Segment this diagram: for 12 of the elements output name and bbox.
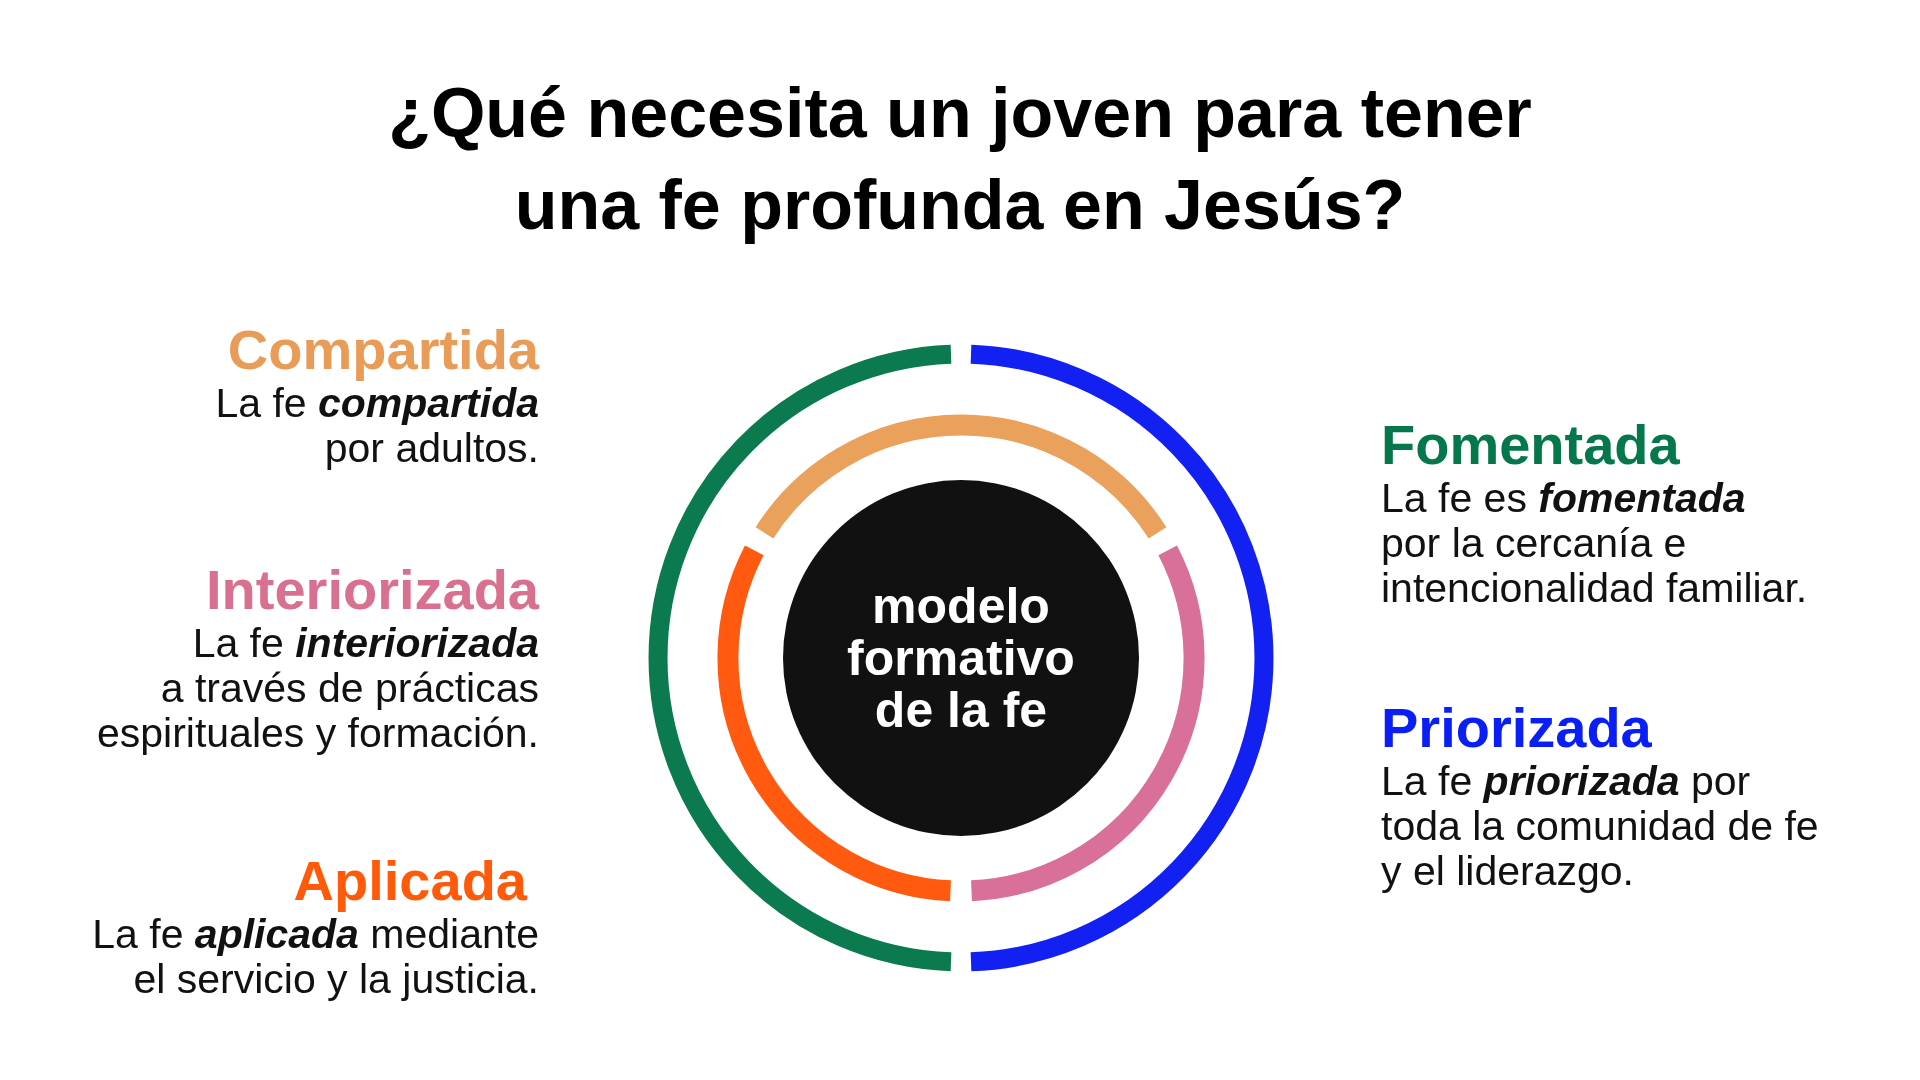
section-heading: Priorizada: [1381, 697, 1652, 759]
circle-label: modelo formativo de la fe: [847, 580, 1075, 736]
description-text: La fe compartida por adultos.: [215, 381, 539, 471]
section-heading: Aplicada: [293, 850, 527, 912]
section-heading: Fomentada: [1381, 414, 1680, 476]
section-heading: Interiorizada: [206, 559, 539, 621]
section-heading: Compartida: [227, 319, 539, 381]
description-text: La fe interiorizada a través de prácticas espirituales y formación.: [96, 621, 539, 756]
description-text: La fe aplicada mediante el servicio y la justicia.: [92, 912, 539, 1002]
description-text: La fe priorizada por toda la comunidad de fe y el liderazgo.: [1381, 759, 1819, 894]
description-text: La fe es fomentada por la cercanía e intencionalidad familiar.: [1381, 476, 1808, 611]
title-heading: ¿Qué necesita un joven para tener una fe profunda en Jesús?: [388, 73, 1532, 246]
